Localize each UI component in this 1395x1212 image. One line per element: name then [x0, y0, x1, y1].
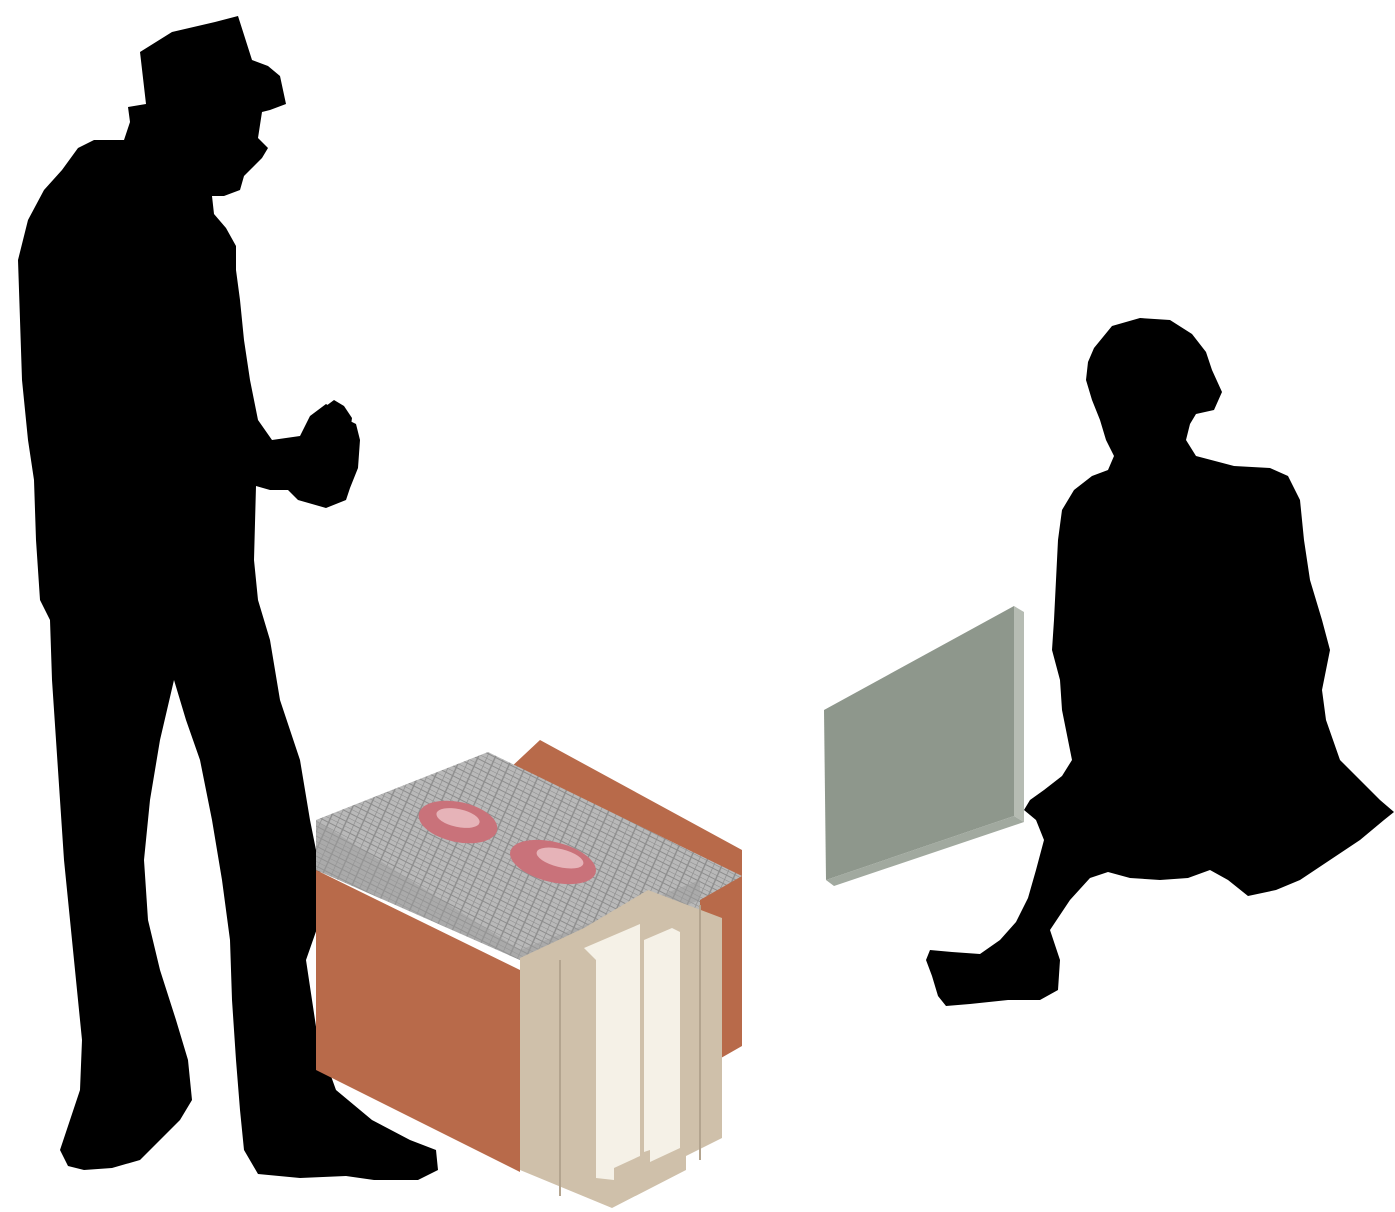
heat-panel-face	[824, 606, 1014, 880]
heat-panel-edge	[1014, 606, 1024, 822]
heat-panel	[824, 606, 1024, 886]
grill-slot-right	[644, 928, 680, 1162]
